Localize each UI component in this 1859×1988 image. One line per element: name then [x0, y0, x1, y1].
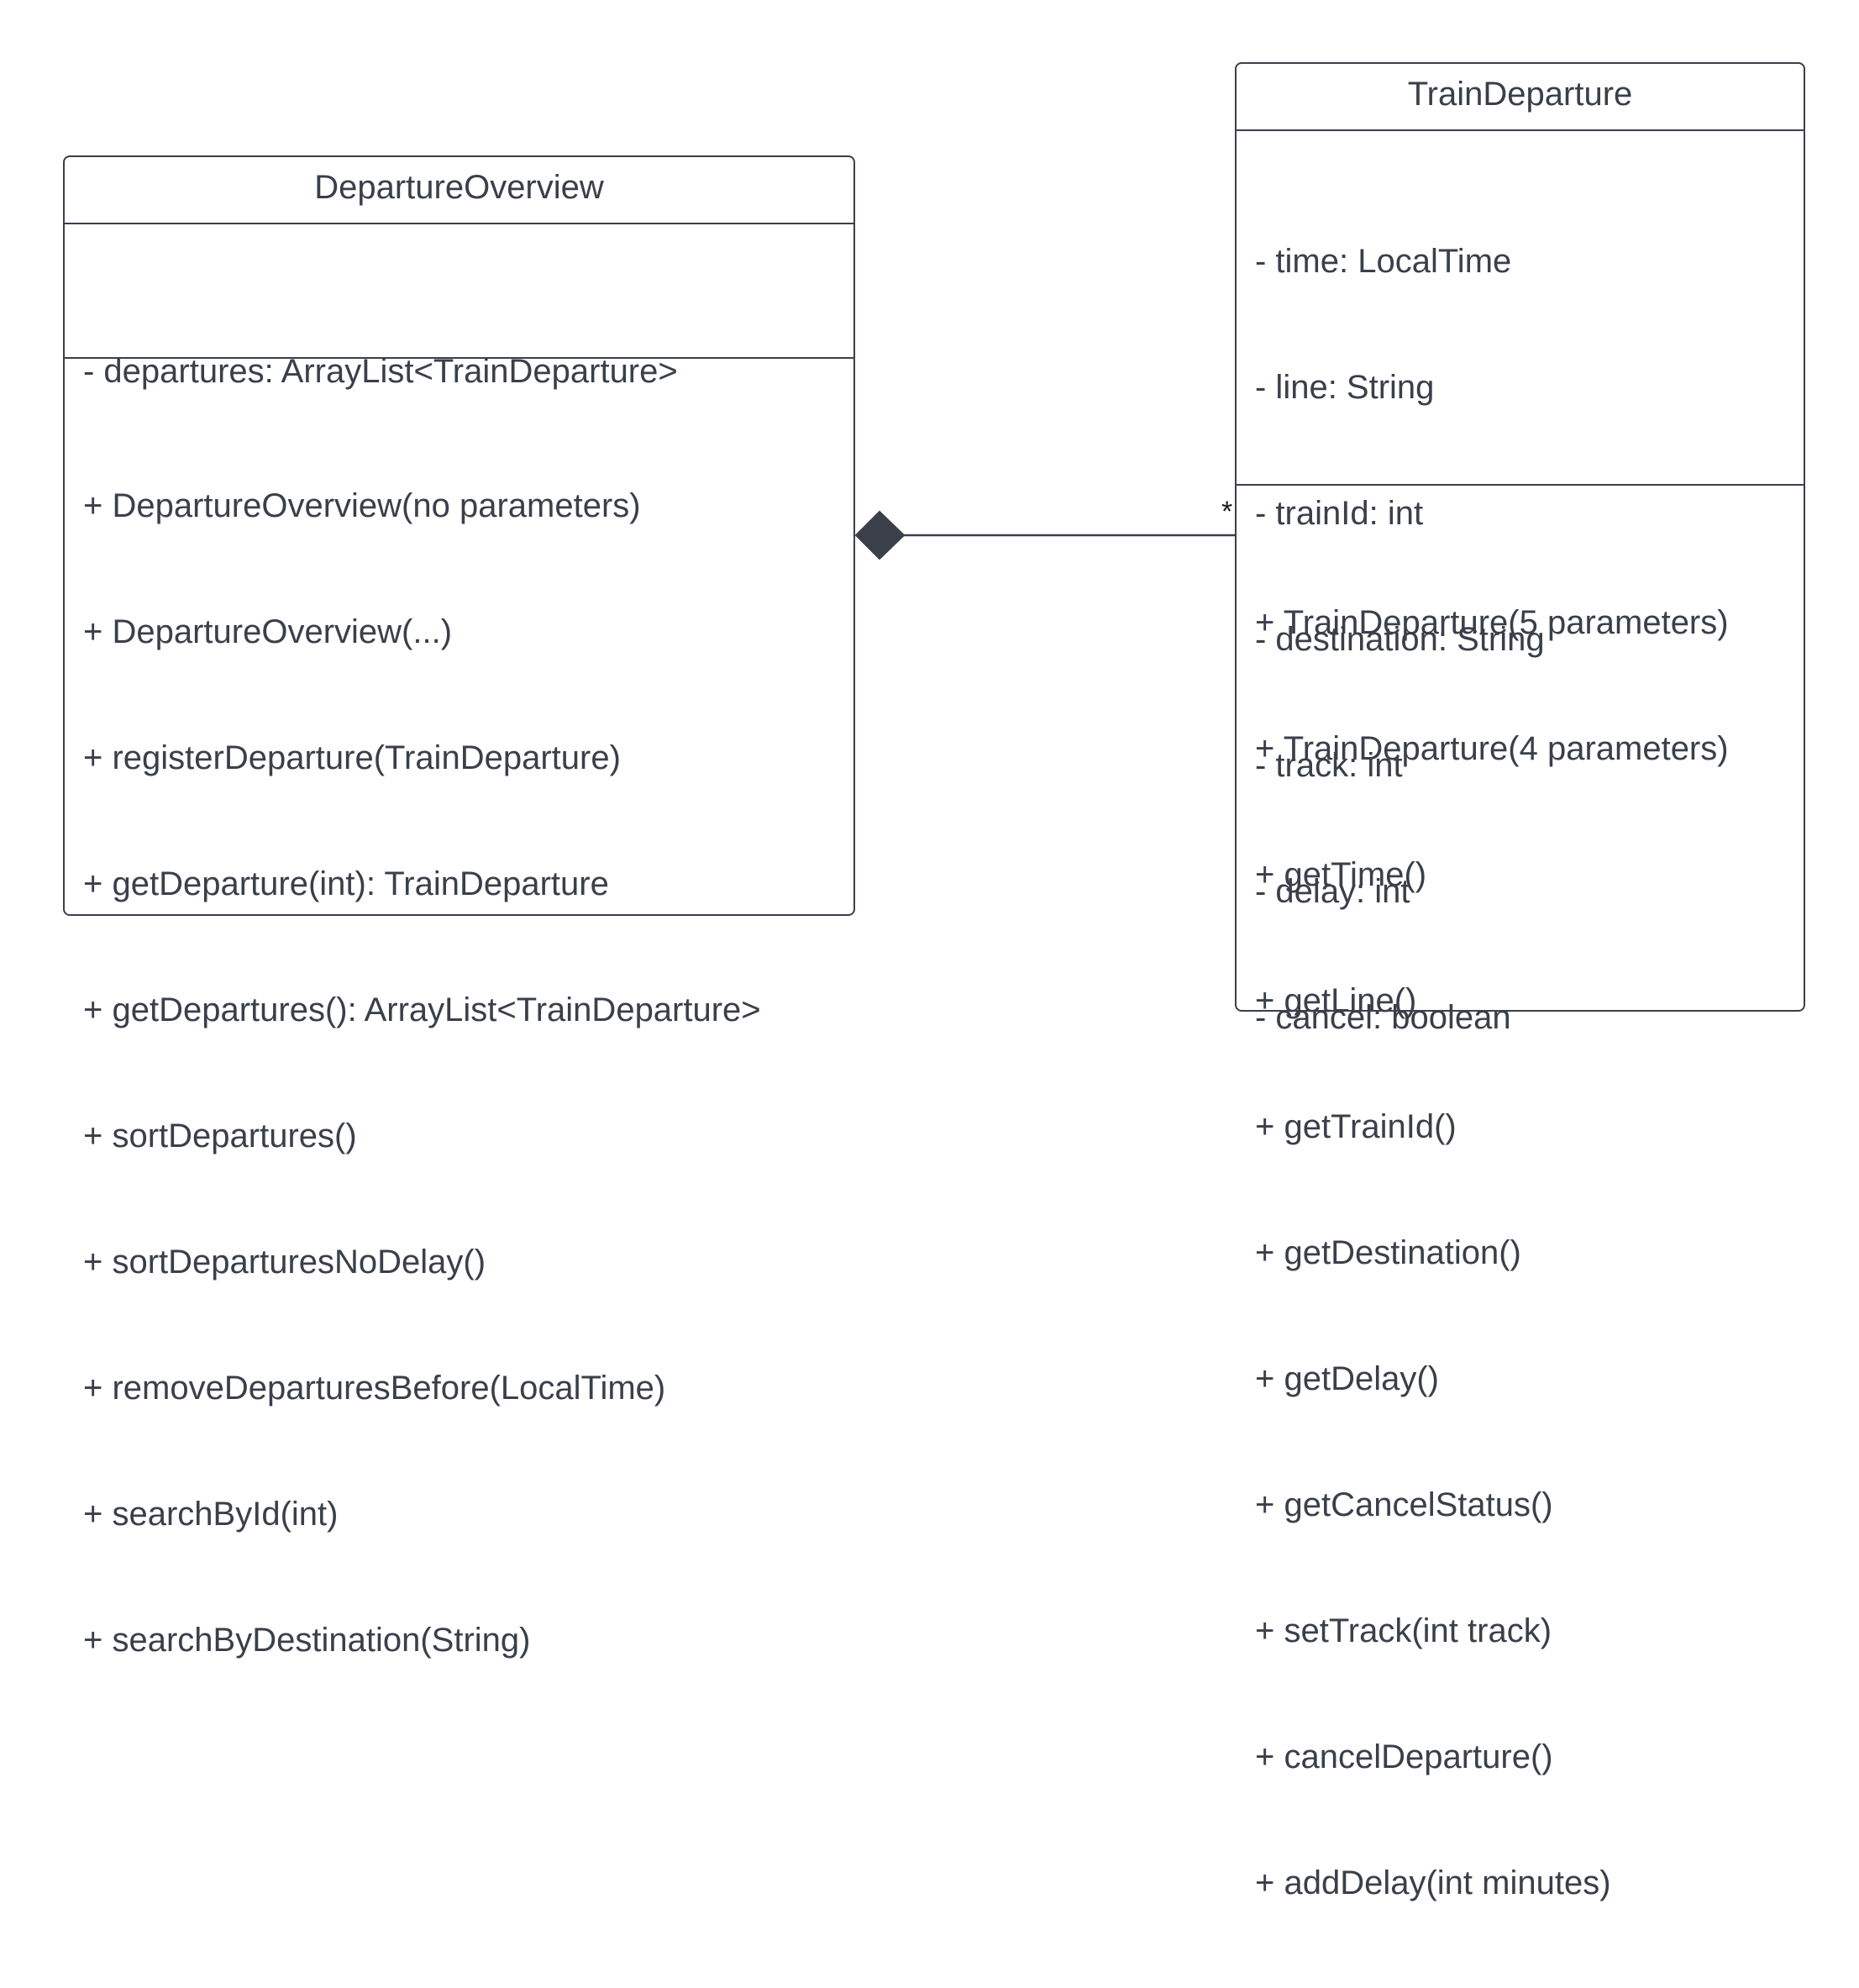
attribute: - track: int: [1255, 747, 1403, 784]
divider-header: [1237, 129, 1804, 131]
attribute: - delay: int: [1255, 873, 1410, 910]
attribute: - line: String: [1255, 369, 1435, 406]
attribute: - trainId: int: [1255, 495, 1424, 532]
method: + TrainDeparture(4 parameters): [1255, 730, 1729, 767]
class-departure-overview[interactable]: DepartureOverview - departures: ArrayLis…: [63, 155, 855, 1659]
method: + registerDeparture(TrainDeparture): [83, 739, 621, 776]
method: + getDestination(): [1255, 1234, 1521, 1271]
method: + getDepartures(): ArrayList<TrainDepart…: [83, 991, 761, 1028]
divider-attributes: [1237, 484, 1804, 486]
method: + DepartureOverview(...): [83, 613, 453, 650]
attribute: - departures: ArrayList<TrainDeparture>: [83, 353, 678, 390]
class-train-departure[interactable]: TrainDeparture - time: LocalTime - line:…: [1235, 62, 1805, 1901]
method: + getCancelStatus(): [1255, 1486, 1553, 1523]
attribute: - cancel: boolean: [1255, 999, 1511, 1036]
divider-header: [65, 223, 853, 224]
method: + cancelDeparture(): [1255, 1738, 1553, 1775]
method: + sortDeparturesNoDelay(): [83, 1244, 486, 1281]
method: + removeDeparturesBefore(LocalTime): [83, 1370, 666, 1407]
attribute: - time: LocalTime: [1255, 243, 1512, 280]
method: + getDeparture(int): TrainDeparture: [83, 865, 609, 902]
method: + sortDepartures(): [83, 1118, 357, 1154]
method: + setTrack(int track): [1255, 1612, 1552, 1649]
attribute: - destination: String: [1255, 621, 1545, 658]
method: + searchByDestination(String): [83, 1622, 531, 1659]
methods-train-departure: + TrainDeparture(5 parameters) + TrainDe…: [1255, 518, 1729, 1988]
method: + addDelay(int minutes): [1255, 1864, 1611, 1901]
method: + DepartureOverview(no parameters): [83, 487, 641, 524]
class-name-train-departure: TrainDeparture: [1407, 76, 1633, 113]
method: + getDelay(): [1255, 1360, 1439, 1397]
method: + searchById(int): [83, 1496, 339, 1533]
method: + getTrainId(): [1255, 1108, 1457, 1145]
method: + TrainDeparture(5 parameters): [1255, 604, 1729, 641]
method: + getLine(): [1255, 982, 1417, 1019]
divider-attributes: [65, 357, 853, 359]
attributes-train-departure: - time: LocalTime - line: String - train…: [1255, 156, 1545, 1123]
composition-diamond-icon: [854, 510, 906, 560]
method: + getTime(): [1255, 856, 1427, 893]
multiplicity-label: *: [1221, 496, 1233, 528]
attributes-departure-overview: - departures: ArrayList<TrainDeparture>: [83, 266, 678, 476]
class-name-departure-overview: DepartureOverview: [314, 169, 604, 206]
methods-departure-overview: + DepartureOverview(no parameters) + Dep…: [83, 401, 761, 1745]
